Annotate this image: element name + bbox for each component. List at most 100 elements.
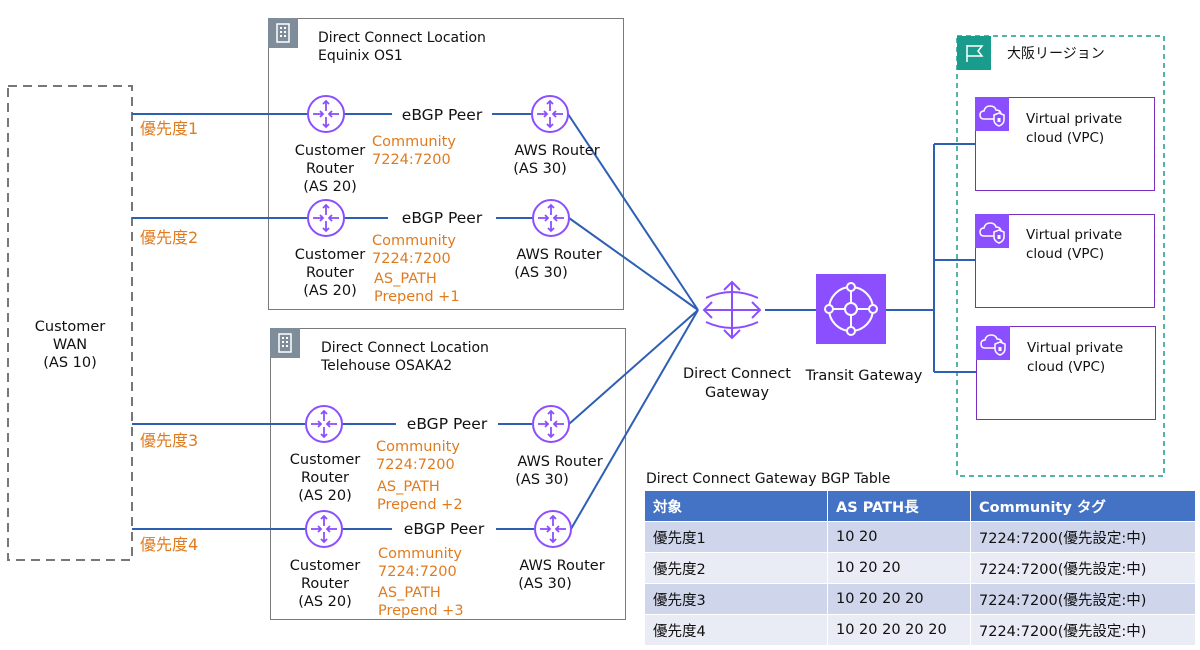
aws-router-3-line1: AWS Router: [517, 454, 602, 470]
building-icon: [270, 328, 300, 358]
tgw-label: Transit Gateway: [805, 368, 923, 384]
bgp-table-header: Community タグ: [970, 490, 1196, 522]
vpc-cloud-icon: [975, 214, 1009, 248]
community-2-line1: Community: [372, 233, 456, 249]
dcgw-label-2: Gateway: [705, 385, 769, 401]
peer-label-3: eBGP Peer: [407, 415, 488, 433]
customer-wan-label-3: (AS 10): [43, 355, 97, 371]
customer-router-4-line3: (AS 20): [298, 594, 352, 610]
peer-label-1: eBGP Peer: [402, 106, 483, 124]
vpc-cloud-icon: [975, 97, 1009, 131]
bgp-table-header: 対象: [644, 490, 828, 522]
wan-links: [132, 113, 307, 530]
location-title-1: Direct Connect Location: [318, 30, 486, 46]
vpc-cloud-icon: [976, 326, 1010, 360]
table-row: 優先度1 10 20 7224:7200(優先設定:中): [644, 521, 1196, 553]
aws-router-icon-3: [532, 405, 570, 443]
customer-router-icon-2: [307, 199, 345, 237]
aws-router-icon-1: [531, 95, 569, 133]
aws-router-icon-2: [532, 199, 570, 237]
customer-router-2-line3: (AS 20): [303, 283, 357, 299]
priority-label-3: 優先度3: [140, 431, 198, 450]
customer-router-2-line1: Customer: [295, 247, 365, 263]
community-4-line2: 7224:7200: [378, 564, 457, 580]
peer-label-4: eBGP Peer: [404, 520, 485, 538]
customer-router-2-line2: Router: [306, 265, 354, 281]
aws-dcgw-link-4: [570, 309, 699, 530]
aws-router-2-line2: (AS 30): [514, 265, 568, 281]
region-label: 大阪リージョン: [1007, 46, 1105, 62]
table-row: 優先度4 10 20 20 20 20 7224:7200(優先設定:中): [644, 614, 1196, 646]
table-row: 優先度3 10 20 20 20 7224:7200(優先設定:中): [644, 583, 1196, 615]
region-flag-icon: [957, 36, 991, 70]
community-1-line1: Community: [372, 134, 456, 150]
table-cell: 優先度1: [644, 521, 828, 553]
customer-router-1-line3: (AS 20): [303, 179, 357, 195]
priority-label-2: 優先度2: [140, 228, 198, 247]
aws-dcgw-link-3: [568, 309, 699, 425]
location-box-equinix: [268, 18, 624, 310]
customer-router-3-line3: (AS 20): [298, 488, 352, 504]
table-cell: 7224:7200(優先設定:中): [970, 552, 1196, 584]
priority-label-1: 優先度1: [140, 119, 198, 138]
location-name-1: Equinix OS1: [318, 48, 403, 64]
aws-to-dcgw-links: [567, 113, 976, 530]
community-3-line2: 7224:7200: [376, 457, 455, 473]
prepend-3-line2: Prepend +2: [377, 497, 463, 513]
customer-router-icon-3: [305, 405, 343, 443]
customer-router-1-line1: Customer: [295, 143, 365, 159]
customer-router-icon-1: [307, 95, 345, 133]
aws-router-2-line1: AWS Router: [516, 247, 601, 263]
prepend-2-line2: Prepend +1: [374, 289, 460, 305]
customer-router-3-line1: Customer: [290, 452, 360, 468]
community-4-line1: Community: [378, 546, 462, 562]
direct-connect-gateway-icon: [702, 280, 762, 340]
aws-dcgw-link-1: [567, 113, 699, 311]
customer-router-1-line2: Router: [306, 161, 354, 177]
community-3-line1: Community: [376, 439, 460, 455]
aws-router-1-line2: (AS 30): [513, 161, 567, 177]
table-cell: 優先度4: [644, 614, 828, 646]
aws-router-4-line2: (AS 30): [518, 576, 572, 592]
customer-router-4-line1: Customer: [290, 558, 360, 574]
table-cell: 10 20 20 20 20: [827, 614, 971, 646]
table-cell: 10 20 20 20: [827, 583, 971, 615]
customer-router-3-line2: Router: [301, 470, 349, 486]
location-title-2: Direct Connect Location: [321, 340, 489, 356]
table-cell: 7224:7200(優先設定:中): [970, 521, 1196, 553]
community-2-line2: 7224:7200: [372, 251, 451, 267]
aws-router-4-line1: AWS Router: [519, 558, 604, 574]
customer-router-4-line2: Router: [301, 576, 349, 592]
aws-router-3-line2: (AS 30): [515, 472, 569, 488]
table-cell: 10 20: [827, 521, 971, 553]
community-1-line2: 7224:7200: [372, 152, 451, 168]
region-box: [956, 35, 1165, 477]
table-row: 優先度2 10 20 20 7224:7200(優先設定:中): [644, 552, 1196, 584]
peer-label-2: eBGP Peer: [402, 209, 483, 227]
customer-wan-label-1: Customer: [35, 319, 105, 335]
table-cell: 7224:7200(優先設定:中): [970, 614, 1196, 646]
aws-dcgw-link-2: [568, 217, 699, 311]
prepend-4-line1: AS_PATH: [378, 585, 441, 601]
table-cell: 優先度2: [644, 552, 828, 584]
building-icon: [268, 18, 298, 48]
customer-router-icon-4: [305, 510, 343, 548]
prepend-2-line1: AS_PATH: [374, 271, 437, 287]
dcgw-label-1: Direct Connect: [683, 366, 791, 382]
location-name-2: Telehouse OSAKA2: [321, 358, 453, 374]
table-cell: 7224:7200(優先設定:中): [970, 583, 1196, 615]
bgp-table-header: AS PATH長: [827, 490, 971, 522]
customer-wan-label-2: WAN: [53, 337, 87, 353]
bgp-table: 対象 AS PATH長 Community タグ 優先度1 10 20 7224…: [644, 490, 1196, 646]
bgp-table-title: Direct Connect Gateway BGP Table: [646, 471, 890, 487]
location-box-telehouse: [270, 328, 626, 620]
customer-wan-box: [7, 85, 133, 561]
table-cell: 優先度3: [644, 583, 828, 615]
aws-router-icon-4: [534, 510, 572, 548]
bgp-table-header-row: 対象 AS PATH長 Community タグ: [644, 490, 1196, 522]
table-cell: 10 20 20: [827, 552, 971, 584]
